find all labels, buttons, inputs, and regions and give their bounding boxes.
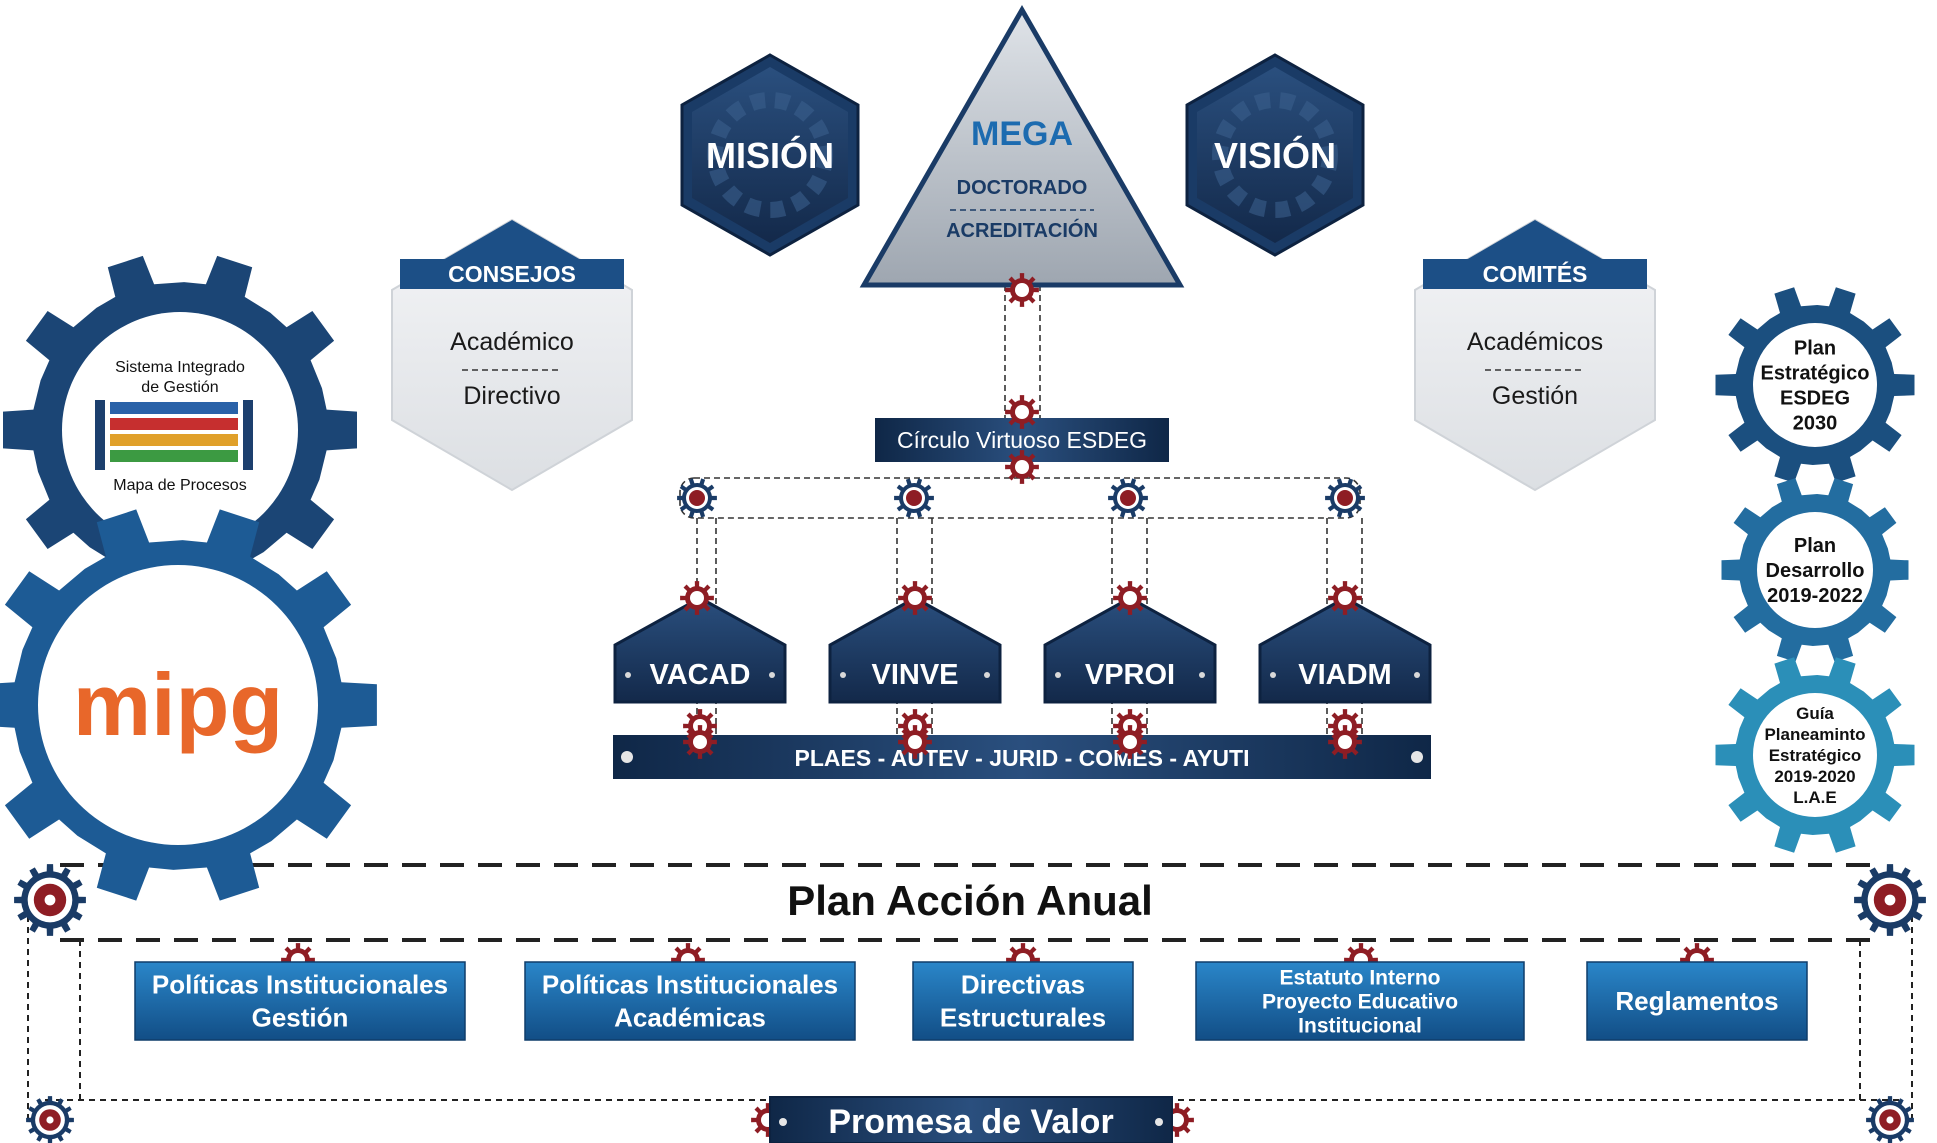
sig-gear: Sistema Integrado de Gestión Mapa de Pro…	[3, 255, 357, 605]
right-gear-3-line: L.A.E	[1793, 788, 1836, 807]
node-gear-icon	[894, 478, 934, 518]
vision-label: VISIÓN	[1214, 134, 1336, 176]
document-box-line: Políticas Institucionales	[542, 970, 838, 1000]
right-gear-2-line: 2019-2022	[1767, 585, 1863, 607]
vice-label: VINVE	[871, 659, 958, 691]
vice-vacad: VACAD	[613, 596, 787, 704]
promesa-label: Promesa de Valor	[828, 1103, 1113, 1141]
right-gears: PlanEstratégicoESDEG2030PlanDesarrollo20…	[1715, 287, 1915, 853]
vision-hexagon: VISIÓN	[1185, 53, 1365, 257]
right-gear-3-line: Estratégico	[1769, 746, 1862, 765]
document-box-line: Gestión	[252, 1003, 349, 1033]
plan-accion-section: Plan Acción Anual	[787, 877, 1153, 924]
right-gear-2-line: Desarrollo	[1766, 560, 1865, 582]
mipg-gear: mipg	[0, 509, 377, 901]
vice-label: VACAD	[650, 659, 751, 691]
document-boxes: Políticas InstitucionalesGestiónPolítica…	[134, 961, 1808, 1041]
right-gear-1-line: Estratégico	[1761, 363, 1870, 385]
mision-label: MISIÓN	[706, 134, 834, 176]
right-gear-2-line: Plan	[1794, 535, 1836, 557]
vice-label: VPROI	[1085, 659, 1175, 691]
comites-item-2: Gestión	[1492, 382, 1578, 410]
vice-vinve: VINVE	[828, 596, 1002, 704]
document-box-line: Institucional	[1298, 1014, 1422, 1037]
sig-caption: Mapa de Procesos	[113, 477, 246, 494]
right-gear-1-line: 2030	[1793, 413, 1838, 435]
sig-title-2: de Gestión	[141, 379, 218, 396]
loop-corner-gear-icon	[1854, 864, 1926, 936]
loop-corner-gear-icon	[14, 864, 86, 936]
document-box-line: Académicas	[614, 1003, 766, 1033]
document-box-line: Políticas Institucionales	[152, 970, 448, 1000]
offices-bar: PLAES - AUTEV - JURID - COMES - AYUTI	[613, 735, 1431, 779]
consejos-header: CONSEJOS	[448, 261, 576, 287]
right-gear-3-line: 2019-2020	[1774, 767, 1855, 786]
node-gear-icon	[677, 478, 717, 518]
vice-group: VACAD VINVE VPROI VIADM	[613, 596, 1432, 704]
vice-vproi: VPROI	[1043, 596, 1217, 704]
right-gear-3-line: Guía	[1796, 704, 1834, 723]
document-box-line: Directivas	[961, 970, 1085, 1000]
consejos-item-1: Académico	[450, 328, 574, 356]
document-box-line: Estructurales	[940, 1003, 1106, 1033]
vice-viadm: VIADM	[1258, 596, 1432, 704]
comites-header: COMITÉS	[1483, 260, 1588, 287]
vice-label: VIADM	[1298, 659, 1391, 691]
loop-corner-gear-icon	[26, 1096, 74, 1143]
right-gear-3-line: Planeaminto	[1764, 725, 1865, 744]
node-gear-icon	[1325, 478, 1365, 518]
consejos-panel: CONSEJOS Académico Directivo	[391, 218, 633, 492]
comites-panel: COMITÉS Académicos Gestión	[1414, 218, 1656, 492]
process-map-icon	[95, 400, 253, 470]
promesa-bar: Promesa de Valor	[769, 1096, 1173, 1143]
mega-doctorado: DOCTORADO	[957, 177, 1088, 199]
plan-accion-title: Plan Acción Anual	[787, 877, 1153, 924]
document-box-line: Estatuto Interno	[1280, 966, 1441, 989]
mega-title: MEGA	[971, 115, 1073, 153]
offices-label: PLAES - AUTEV - JURID - COMES - AYUTI	[795, 745, 1250, 771]
sig-title-1: Sistema Integrado	[115, 359, 245, 376]
document-box-line: Reglamentos	[1615, 986, 1778, 1016]
right-gear-1-line: Plan	[1794, 338, 1836, 360]
mega-triangle: MEGA DOCTORADO ACREDITACIÓN	[859, 4, 1185, 288]
document-box-line: Proyecto Educativo	[1262, 990, 1458, 1013]
mipg-logo: mipg	[73, 655, 283, 754]
mega-acreditacion: ACREDITACIÓN	[946, 218, 1098, 242]
right-gear-1-line: ESDEG	[1780, 388, 1850, 410]
loop-corner-gear-icon	[1866, 1096, 1914, 1143]
mision-hexagon: MISIÓN	[680, 53, 860, 257]
comites-item-1: Académicos	[1467, 328, 1603, 356]
document-box-5: Reglamentos	[1586, 961, 1808, 1041]
consejos-item-2: Directivo	[463, 382, 560, 410]
node-gear-icon	[1108, 478, 1148, 518]
circulo-label: Círculo Virtuoso ESDEG	[897, 427, 1147, 453]
